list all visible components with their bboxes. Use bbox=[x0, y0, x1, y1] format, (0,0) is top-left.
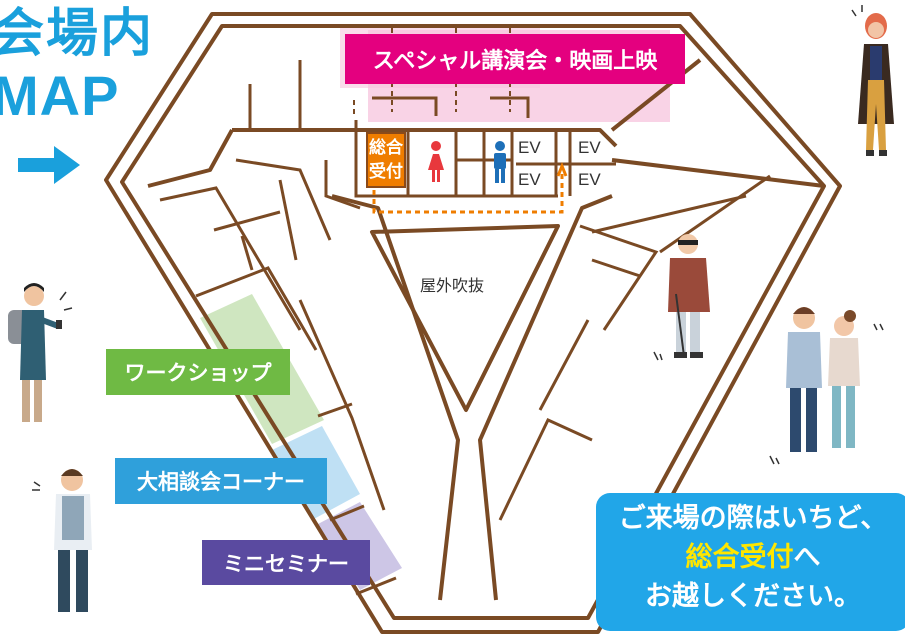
workshop-label[interactable]: ワークショップ bbox=[106, 349, 290, 395]
reception-line1: 総合 bbox=[369, 138, 403, 158]
atrium-label: 屋外吹抜 bbox=[420, 276, 485, 295]
notice-line1: ご来場の際はいちど、 bbox=[618, 503, 888, 534]
notice-box: ご来場の際はいちど、 総合受付へ お越しください。 bbox=[596, 493, 905, 631]
map-title-line1: 会場内 bbox=[0, 4, 155, 64]
couple-illustration bbox=[769, 307, 884, 465]
atrium-void bbox=[370, 224, 560, 412]
notice-line2: へ bbox=[793, 542, 821, 573]
woman-walking-illustration bbox=[851, 5, 894, 156]
special-lecture-label[interactable]: スペシャル講演会・映画上映 bbox=[345, 34, 685, 84]
elevator-label: EV bbox=[578, 170, 601, 189]
general-reception[interactable]: 総合 受付 bbox=[366, 132, 406, 188]
arrow-right-icon bbox=[18, 146, 80, 184]
elevator-label: EV bbox=[518, 170, 541, 189]
notice-line3: お越しください。 bbox=[645, 581, 861, 612]
map-title-line2: MAP bbox=[0, 64, 120, 127]
mini-seminar-label[interactable]: ミニセミナー bbox=[202, 540, 370, 585]
building-outline bbox=[104, 12, 842, 634]
man-thinking-illustration bbox=[32, 469, 92, 612]
elevator-label: EV bbox=[518, 138, 541, 157]
elderly-man-cane-illustration bbox=[653, 234, 710, 361]
man-with-phone-illustration bbox=[8, 283, 73, 422]
reception-line2: 受付 bbox=[369, 162, 403, 182]
notice-highlight: 総合受付 bbox=[685, 542, 794, 573]
mens-toilet-icon bbox=[494, 141, 506, 183]
elevator-label: EV bbox=[578, 138, 601, 157]
consultation-corner-label[interactable]: 大相談会コーナー bbox=[115, 458, 327, 504]
womens-toilet-icon bbox=[428, 141, 444, 182]
